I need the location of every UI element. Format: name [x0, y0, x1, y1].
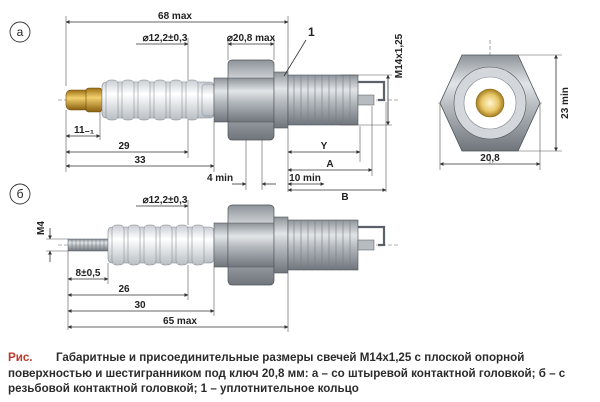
dim-65max-label: 65 max: [163, 316, 197, 327]
end-view: 23 min 20,8: [438, 40, 571, 170]
dim-23min-label: 23 min: [560, 87, 571, 119]
dim-B-label: B: [341, 192, 348, 203]
view-a-label-circle: [9, 21, 31, 43]
dim-4min-label: 4 min: [207, 173, 233, 184]
callout-1-leader: [283, 39, 307, 77]
view-b-insulator: [107, 224, 215, 266]
dim-Y-label: Y: [321, 141, 328, 152]
dim-29-label: 29: [118, 141, 130, 152]
dim-30-label: 30: [134, 300, 146, 311]
dim-thread-label: M14x1,25: [394, 33, 405, 78]
view-a-shell: [213, 59, 359, 141]
dim-10min-label: 10 min: [289, 173, 321, 184]
figure-caption: Рис.Габаритные и присоединительные разме…: [8, 350, 596, 397]
dim-M4-label: M4: [36, 221, 47, 235]
dim-20-8-label: 20,8: [480, 153, 500, 164]
dim-terminal-label: 11₋₁: [74, 125, 94, 136]
dim-68max-label: 68 max: [158, 11, 192, 22]
view-b-shell: [213, 204, 359, 286]
dim-A-label: A: [326, 159, 333, 170]
caption-text: Габаритные и присоединительные размеры с…: [8, 351, 566, 395]
dim-b-insulator-diam-label: ⌀12,2±0,3: [143, 195, 188, 206]
view-a-electrodes: [357, 80, 386, 106]
view-a-insulator: [101, 79, 215, 121]
view-b-label-circle: [9, 183, 31, 205]
view-b: б ⌀12,2: [9, 183, 400, 332]
view-b-electrodes: [357, 225, 386, 251]
dim-hex-diam-label: ⌀20,8 max: [227, 33, 276, 44]
dim-insulator-diam-label: ⌀12,2±0,3: [143, 33, 188, 44]
dim-8-label: 8±0,5: [76, 268, 101, 279]
view-a: а: [9, 11, 405, 203]
view-b-label: б: [17, 187, 24, 201]
view-b-threaded-stud: [67, 238, 109, 252]
dim-26-label: 26: [118, 284, 130, 295]
view-a-terminal-nut: [65, 87, 103, 113]
callout-1-label: 1: [308, 25, 315, 39]
view-a-label: а: [17, 25, 24, 39]
caption-prefix: Рис.: [8, 351, 33, 364]
dim-33-label: 33: [134, 155, 146, 166]
end-view-terminal: [475, 88, 505, 118]
